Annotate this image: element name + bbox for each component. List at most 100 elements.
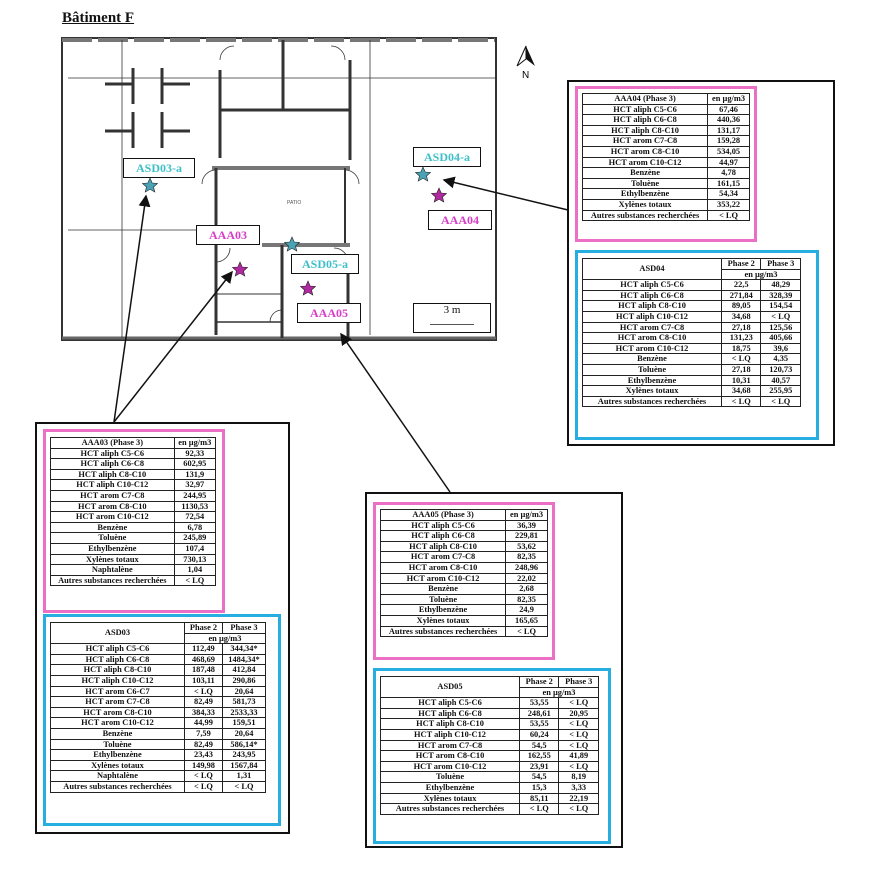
table-header-sample: AAA04 (Phase 3) (581, 93, 709, 105)
table-header-row: AAA03 (Phase 3)en µg/m3 (50, 437, 217, 449)
phase3-value-cell: 243,95 (221, 749, 267, 761)
value-cell: 165,65 (505, 614, 548, 627)
table-row: Autres substances recherchées< LQ< LQ (380, 803, 599, 815)
phase3-value-cell: 8,19 (558, 771, 599, 783)
table-row: Autres substances recherchées< LQ (581, 209, 750, 222)
substance-cell: HCT aliph C5-C6 (582, 279, 722, 291)
phase2-value-cell: 15,3 (518, 781, 560, 794)
value-cell: 92,33 (173, 447, 217, 460)
phase2-value-cell: 23,91 (518, 760, 560, 773)
phase3-value-cell: 40,57 (760, 374, 801, 387)
substance-cell: Ethylbenzène (380, 781, 520, 794)
substance-cell: Benzène (50, 521, 175, 534)
substance-cell: HCT aliph C5-C6 (581, 103, 709, 116)
phase2-value-cell: < LQ (720, 353, 762, 365)
marker-label-asd03: ASD03-a (123, 158, 195, 178)
substance-cell: HCT aliph C10-C12 (50, 479, 175, 491)
substance-cell: HCT arom C10-C12 (582, 342, 722, 355)
table-row: Autres substances recherchées< LQ< LQ (582, 395, 801, 408)
value-cell: 54,34 (707, 188, 750, 200)
phase3-value-cell: 412,84 (221, 664, 267, 676)
value-cell: 24,9 (505, 604, 548, 616)
value-cell: 32,97 (173, 479, 217, 491)
value-cell: 248,96 (505, 561, 548, 574)
asd04-star-icon (414, 166, 432, 182)
substance-cell: HCT aliph C10-C12 (50, 674, 185, 687)
substance-cell: Naphtalène (50, 770, 185, 782)
table-header-sample: ASD05 (380, 675, 520, 699)
table-header-unit: en µg/m3 (173, 437, 217, 449)
phase2-value-cell: 162,55 (518, 750, 560, 762)
arrow-to-asd03 (113, 194, 151, 423)
substance-cell: Benzène (379, 583, 507, 595)
phase2-value-cell: 23,43 (183, 749, 223, 761)
aaa03-star-icon (231, 261, 249, 277)
phase3-value-cell: < LQ (558, 697, 599, 709)
substance-cell: HCT aliph C8-C10 (50, 664, 185, 676)
phase2-value-cell: 112,49 (183, 643, 223, 655)
substance-cell: Ethylbenzène (50, 542, 175, 555)
phase2-value-cell: 82,49 (183, 696, 223, 708)
value-cell: 534,05 (707, 145, 750, 158)
value-cell: 1130,53 (173, 500, 217, 513)
svg-text:N: N (522, 70, 529, 80)
phase2-value-cell: 149,98 (183, 759, 223, 772)
phase3-value-cell: 48,29 (760, 279, 801, 291)
value-cell: 131,9 (173, 468, 217, 481)
substance-cell: HCT arom C7-C8 (50, 696, 185, 708)
substance-cell: Xylènes totaux (582, 385, 722, 397)
value-cell: 72,54 (173, 511, 217, 523)
phase3-value-cell: 1484,34* (221, 653, 267, 666)
phase2-value-cell: 82,49 (183, 738, 223, 751)
substance-cell: HCT aliph C8-C10 (380, 718, 520, 730)
arrow-to-asd04 (442, 176, 569, 211)
substance-cell: Autres substances recherchées (581, 209, 709, 222)
marker-label-asd04: ASD04-a (413, 147, 481, 167)
phase3-value-cell: 159,51 (221, 717, 267, 729)
value-cell: 67,46 (707, 103, 750, 116)
substance-cell: HCT aliph C8-C10 (50, 468, 175, 481)
value-cell: < LQ (505, 625, 548, 638)
value-cell: 82,35 (505, 593, 548, 606)
table-header-phase3: Phase 3 (221, 622, 267, 634)
table-header-row: AAA04 (Phase 3)en µg/m3 (581, 93, 750, 105)
substance-cell: Xylènes totaux (50, 553, 175, 566)
phase3-value-cell: 344,34* (221, 643, 267, 655)
table-header-row: AAA05 (Phase 3)en µg/m3 (379, 509, 548, 521)
table-row: Autres substances recherchées< LQ (379, 625, 548, 638)
